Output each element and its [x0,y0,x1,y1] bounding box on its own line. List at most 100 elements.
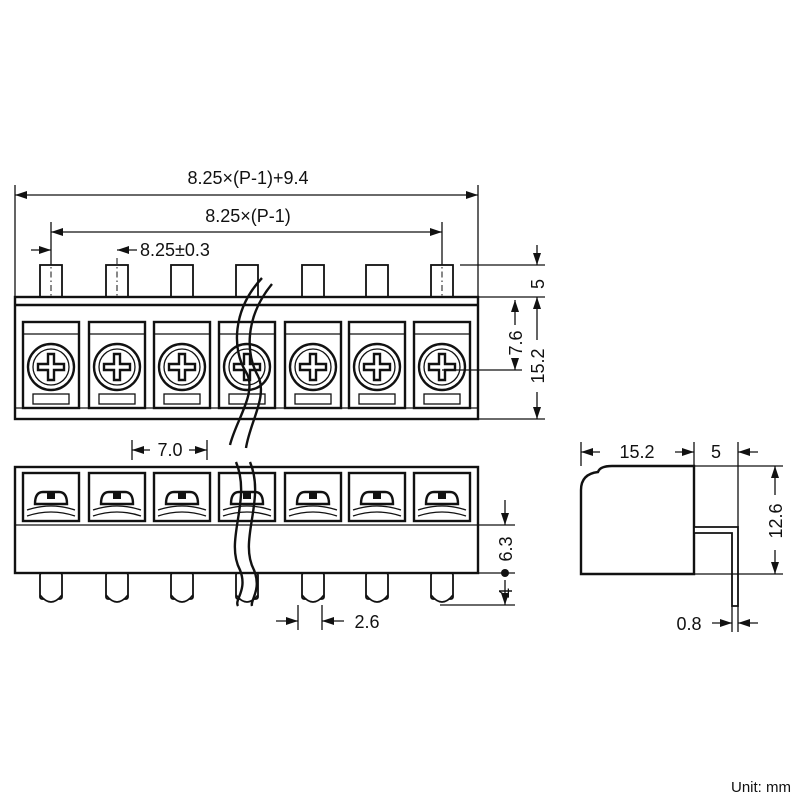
front-clamp-slot-3 [178,493,186,499]
front-clamp-arc2-1 [26,511,76,517]
dim-pitch: 8.25±0.3 [140,240,210,260]
side-view-pin [693,526,739,607]
terminal-5 [283,320,343,410]
dim-side-height: 12.6 [766,503,786,538]
phillips-cross-icon-3 [167,352,197,382]
front-break-line-left [233,461,244,607]
front-clamp-5 [295,490,331,506]
front-pin-tip-7 [430,594,454,603]
front-cell-3 [152,471,212,523]
front-terminal-5 [283,471,343,523]
front-clamp-arc-2 [92,505,142,511]
front-clamp-7 [424,490,460,506]
break-line-right [244,283,273,449]
terminal-cell-5 [283,320,343,410]
front-terminal-7 [412,471,472,523]
dim-segment-gap: 7.0 [157,440,182,460]
dim-side-pin-offset: 5 [711,442,721,462]
dim-body-height-front: 6.3 [496,536,516,561]
front-clamp-arc2-3 [157,511,207,517]
front-clamp-arc-5 [288,505,338,511]
side-view [579,464,739,607]
terminal-cell-3 [152,320,212,410]
front-clamp-slot-5 [309,493,317,499]
top-pin-5 [301,264,325,298]
dim-pin-length-bottom: 4 [496,588,516,598]
terminal-6 [347,320,407,410]
phillips-cross-icon-5 [298,352,328,382]
front-pin-tip-6 [365,594,389,603]
screw-ring-5 [288,342,338,392]
dim-screw-offset: 7.6 [506,330,526,355]
front-clamp-2 [99,490,135,506]
front-cell-6 [347,471,407,523]
front-pin-tip-1 [39,594,63,603]
screw-head-4 [228,348,266,386]
screw-head-3 [163,348,201,386]
front-clamp-arc2-6 [352,511,402,517]
screw-ring-3 [157,342,207,392]
front-clamp-arc2-5 [288,511,338,517]
front-clamp-arc2-7 [417,511,467,517]
screw-head-2 [98,348,136,386]
front-cell-7 [412,471,472,523]
terminal-cell-2 [87,320,147,410]
top-view [13,258,480,449]
front-clamp-slot-7 [438,493,446,499]
screw-head-6 [358,348,396,386]
front-clamp-slot-2 [113,493,121,499]
front-cell-4 [217,471,277,523]
terminal-cell-6 [347,320,407,410]
terminal-cell-7 [412,320,472,410]
front-clamp-arc-6 [352,505,402,511]
dimension-lines [14,185,783,632]
phillips-cross-icon-2 [102,352,132,382]
screw-head-7 [423,348,461,386]
front-clamp-arc-4 [222,505,272,511]
top-pin-3 [170,264,194,298]
top-pin-6 [365,264,389,298]
terminal-tab-1 [32,393,70,405]
unit-label: Unit: mm [731,779,791,796]
front-pin-tip-3 [170,594,194,603]
front-clamp-slot-1 [47,493,55,499]
terminal-cell-4 [217,320,277,410]
front-clamp-arc-1 [26,505,76,511]
dim-pin-spacing: 2.6 [354,612,379,632]
dimension-labels: 8.25×(P-1)+9.4 8.25×(P-1) 8.25±0.3 5 7.6… [140,168,791,796]
front-clamp-arc2-2 [92,511,142,517]
top-pin-4 [235,264,259,298]
front-clamp-arc-7 [417,505,467,511]
front-terminal-3 [152,471,212,523]
terminal-7 [412,320,472,410]
side-view-body [579,464,696,576]
front-clamp-1 [33,490,69,506]
screw-ring-6 [352,342,402,392]
front-terminal-2 [87,471,147,523]
dim-side-depth: 15.2 [619,442,654,462]
front-terminals [21,471,472,523]
front-terminal-1 [21,471,81,523]
front-cell-5 [283,471,343,523]
front-clamp-arc-3 [157,505,207,511]
terminal-4 [217,320,277,410]
dim-body-depth: 15.2 [528,348,548,383]
screw-head-1 [32,348,70,386]
screw-ring-4 [222,342,272,392]
dim-overall-length: 8.25×(P-1)+9.4 [187,168,308,188]
terminal-2 [87,320,147,410]
front-pins [39,572,454,603]
front-clamp-slot-4 [243,493,251,499]
screw-head-5 [294,348,332,386]
dim-pin-thickness: 0.8 [676,614,701,634]
top-terminals [21,320,472,410]
terminal-tab-2 [98,393,136,405]
terminal-tab-3 [163,393,201,405]
front-break-line-right [247,461,258,607]
terminal-3 [152,320,212,410]
terminal-tab-4 [228,393,266,405]
front-pin-tip-5 [301,594,325,603]
screw-ring-2 [92,342,142,392]
phillips-cross-icon-6 [362,352,392,382]
